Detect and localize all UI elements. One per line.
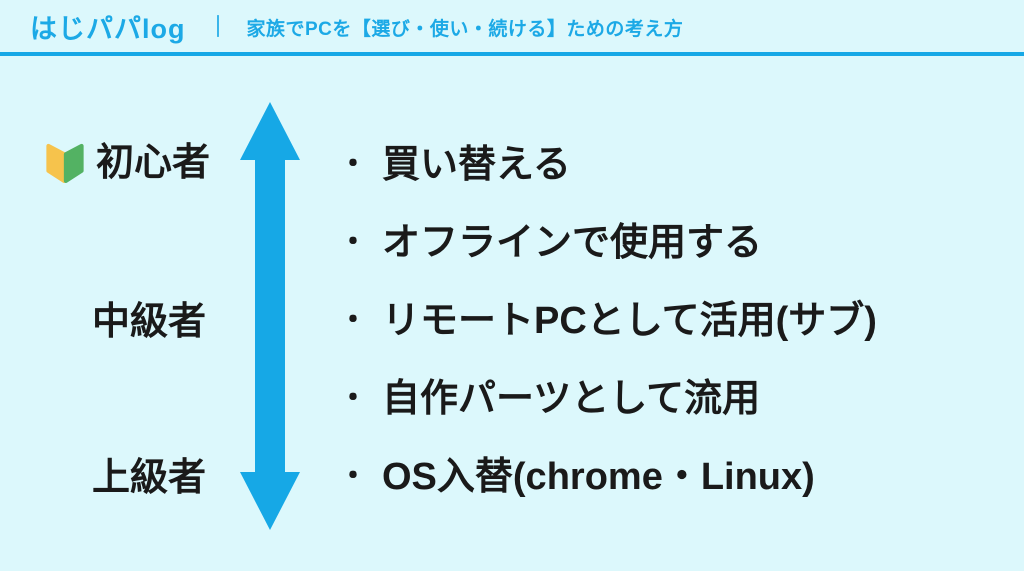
usage-list: ・ 買い替える ・ オフラインで使用する ・ リモートPCとして活用(サブ) ・… xyxy=(338,142,877,532)
skill-axis-double-arrow-icon xyxy=(240,102,300,530)
beginner-mark-icon xyxy=(46,143,84,184)
list-item: ・ OS入替(chrome・Linux) xyxy=(338,454,877,500)
header: はじパパlog ｜ 家族でPCを【選び・使い・続ける】ための考え方 xyxy=(0,0,1024,52)
bullet-dot: ・ xyxy=(338,226,368,259)
header-divider xyxy=(0,52,1024,56)
list-item: ・ 買い替える xyxy=(338,142,877,188)
page-subtitle: 家族でPCを【選び・使い・続ける】ための考え方 xyxy=(246,19,684,40)
level-label-advanced: 上級者 xyxy=(92,457,207,499)
level-row-beginner: 初心者 xyxy=(42,140,210,186)
list-item: ・ リモートPCとして活用(サブ) xyxy=(338,298,877,344)
bullet-dot: ・ xyxy=(338,304,368,337)
header-separator: ｜ xyxy=(207,16,229,39)
list-item-label: オフラインで使用する xyxy=(382,222,763,264)
level-label-intermediate: 中級者 xyxy=(92,301,207,343)
list-item-label: OS入替(chrome・Linux) xyxy=(382,456,815,498)
level-label-beginner: 初心者 xyxy=(96,142,211,184)
bullet-dot: ・ xyxy=(338,148,368,181)
list-item-label: 買い替える xyxy=(382,144,571,186)
list-item-label: リモートPCとして活用(サブ) xyxy=(382,300,877,342)
list-item: ・ オフラインで使用する xyxy=(338,220,877,266)
site-logo: はじパパlog xyxy=(30,13,186,44)
list-item-label: 自作パーツとして流用 xyxy=(382,378,761,420)
list-item: ・ 自作パーツとして流用 xyxy=(338,376,877,422)
bullet-dot: ・ xyxy=(338,382,368,415)
bullet-dot: ・ xyxy=(338,460,368,493)
